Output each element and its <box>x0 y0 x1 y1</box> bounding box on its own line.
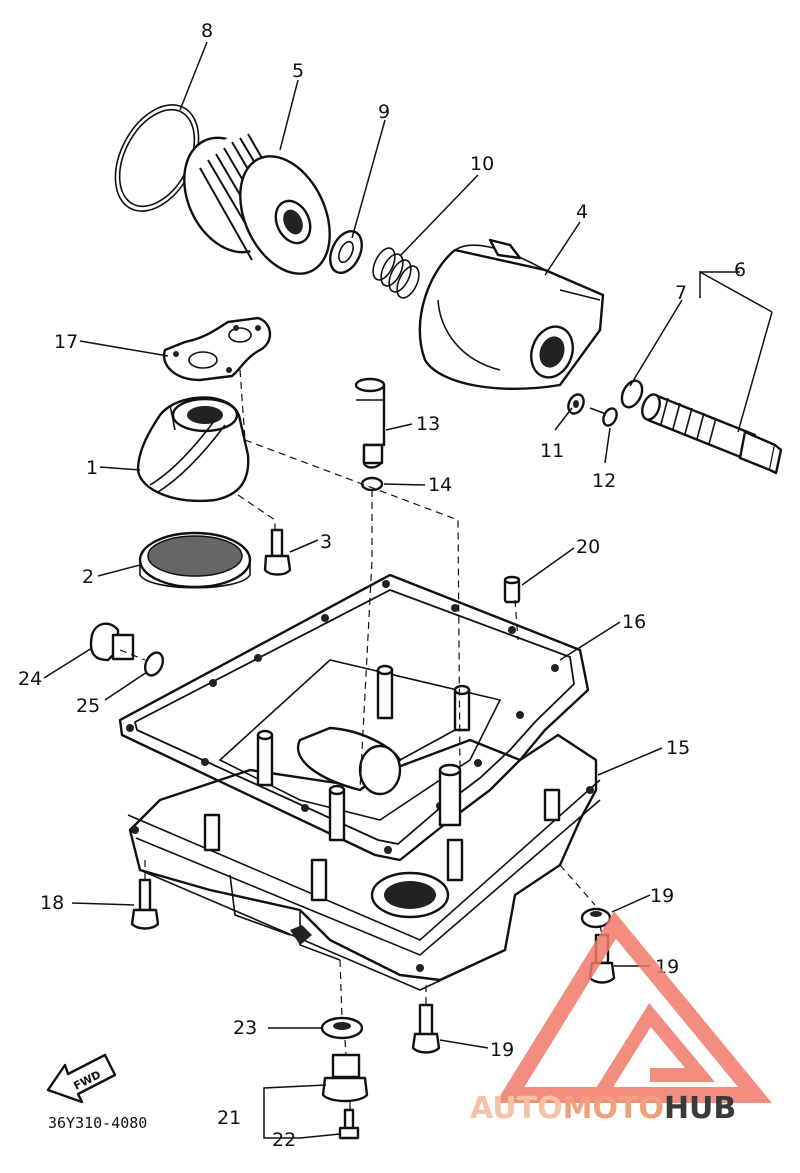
callout-8: 8 <box>201 20 213 42</box>
watermark-logo <box>495 911 772 1103</box>
callout-12: 12 <box>592 470 616 492</box>
watermark-auto: AUTO <box>470 1091 563 1126</box>
part-21-dowel-pin <box>503 575 521 604</box>
part-17-gasket <box>162 316 272 382</box>
watermark-inner-mark <box>594 1003 715 1099</box>
part-26-o-ring <box>143 651 165 677</box>
part-20-washer <box>580 907 612 929</box>
part-3-bolt <box>263 528 292 576</box>
watermark-text: AUTOMOTOHUB <box>470 1091 736 1126</box>
callout-6: 6 <box>734 259 746 281</box>
part-18-bolt <box>130 878 160 930</box>
part-22-drain-plug <box>321 1053 369 1103</box>
part-25-plug <box>89 622 135 662</box>
callout-4: 4 <box>576 201 588 223</box>
part-2-strainer <box>138 531 252 589</box>
part-23-screw <box>338 1108 360 1140</box>
part-4-filter-cover <box>418 238 605 390</box>
part-6-bolt <box>641 393 783 475</box>
watermark-moto: MOTO <box>563 1091 664 1126</box>
fwd-arrow-icon: FWD <box>46 1053 117 1104</box>
part-1-strainer-housing <box>136 396 250 503</box>
part-10-spring <box>372 247 420 299</box>
callout-17: 17 <box>54 331 78 353</box>
part-24-washer <box>320 1016 364 1040</box>
callout-11: 11 <box>540 440 564 462</box>
callout-18: 18 <box>40 892 64 914</box>
callout-15: 15 <box>666 737 690 759</box>
part-12-screw <box>589 407 618 427</box>
callout-numbers: 8 5 9 10 4 6 7 17 1 13 14 11 12 3 2 20 1… <box>18 20 746 1151</box>
callout-2: 2 <box>82 566 94 588</box>
callout-9: 9 <box>378 101 390 123</box>
part-5-oil-filter <box>183 120 331 275</box>
part-7-o-ring <box>620 379 644 409</box>
assembly-lines <box>119 369 603 1110</box>
callout-26: 25 <box>76 695 100 717</box>
callout-7: 7 <box>675 282 687 304</box>
part-9-washer <box>329 230 363 274</box>
callout-21: 20 <box>576 536 600 558</box>
callout-19-lower: 19 <box>490 1039 514 1061</box>
diagram-code: 36Y310-4080 <box>48 1114 147 1132</box>
callout-14: 14 <box>428 474 452 496</box>
callout-13: 13 <box>416 413 440 435</box>
oil-pan-interior <box>218 659 502 842</box>
watermark-triangle-icon <box>495 911 772 1103</box>
callout-10: 10 <box>470 153 494 175</box>
callout-24: 23 <box>233 1017 257 1039</box>
callout-16: 16 <box>622 611 646 633</box>
part-19-bolt-lower <box>411 1003 441 1054</box>
callout-1: 1 <box>86 457 98 479</box>
part-15-oil-pan <box>127 733 601 991</box>
part-11-washer <box>567 393 585 415</box>
callout-5: 5 <box>292 60 304 82</box>
callout-3: 3 <box>320 531 332 553</box>
callout-23: 22 <box>272 1129 296 1151</box>
callout-22: 21 <box>217 1107 241 1129</box>
leader-lines <box>43 41 773 1139</box>
callout-25: 24 <box>18 668 42 690</box>
callout-20: 19 <box>650 885 674 907</box>
watermark-hub: HUB <box>664 1091 736 1126</box>
part-13-relief-valve <box>354 377 386 469</box>
